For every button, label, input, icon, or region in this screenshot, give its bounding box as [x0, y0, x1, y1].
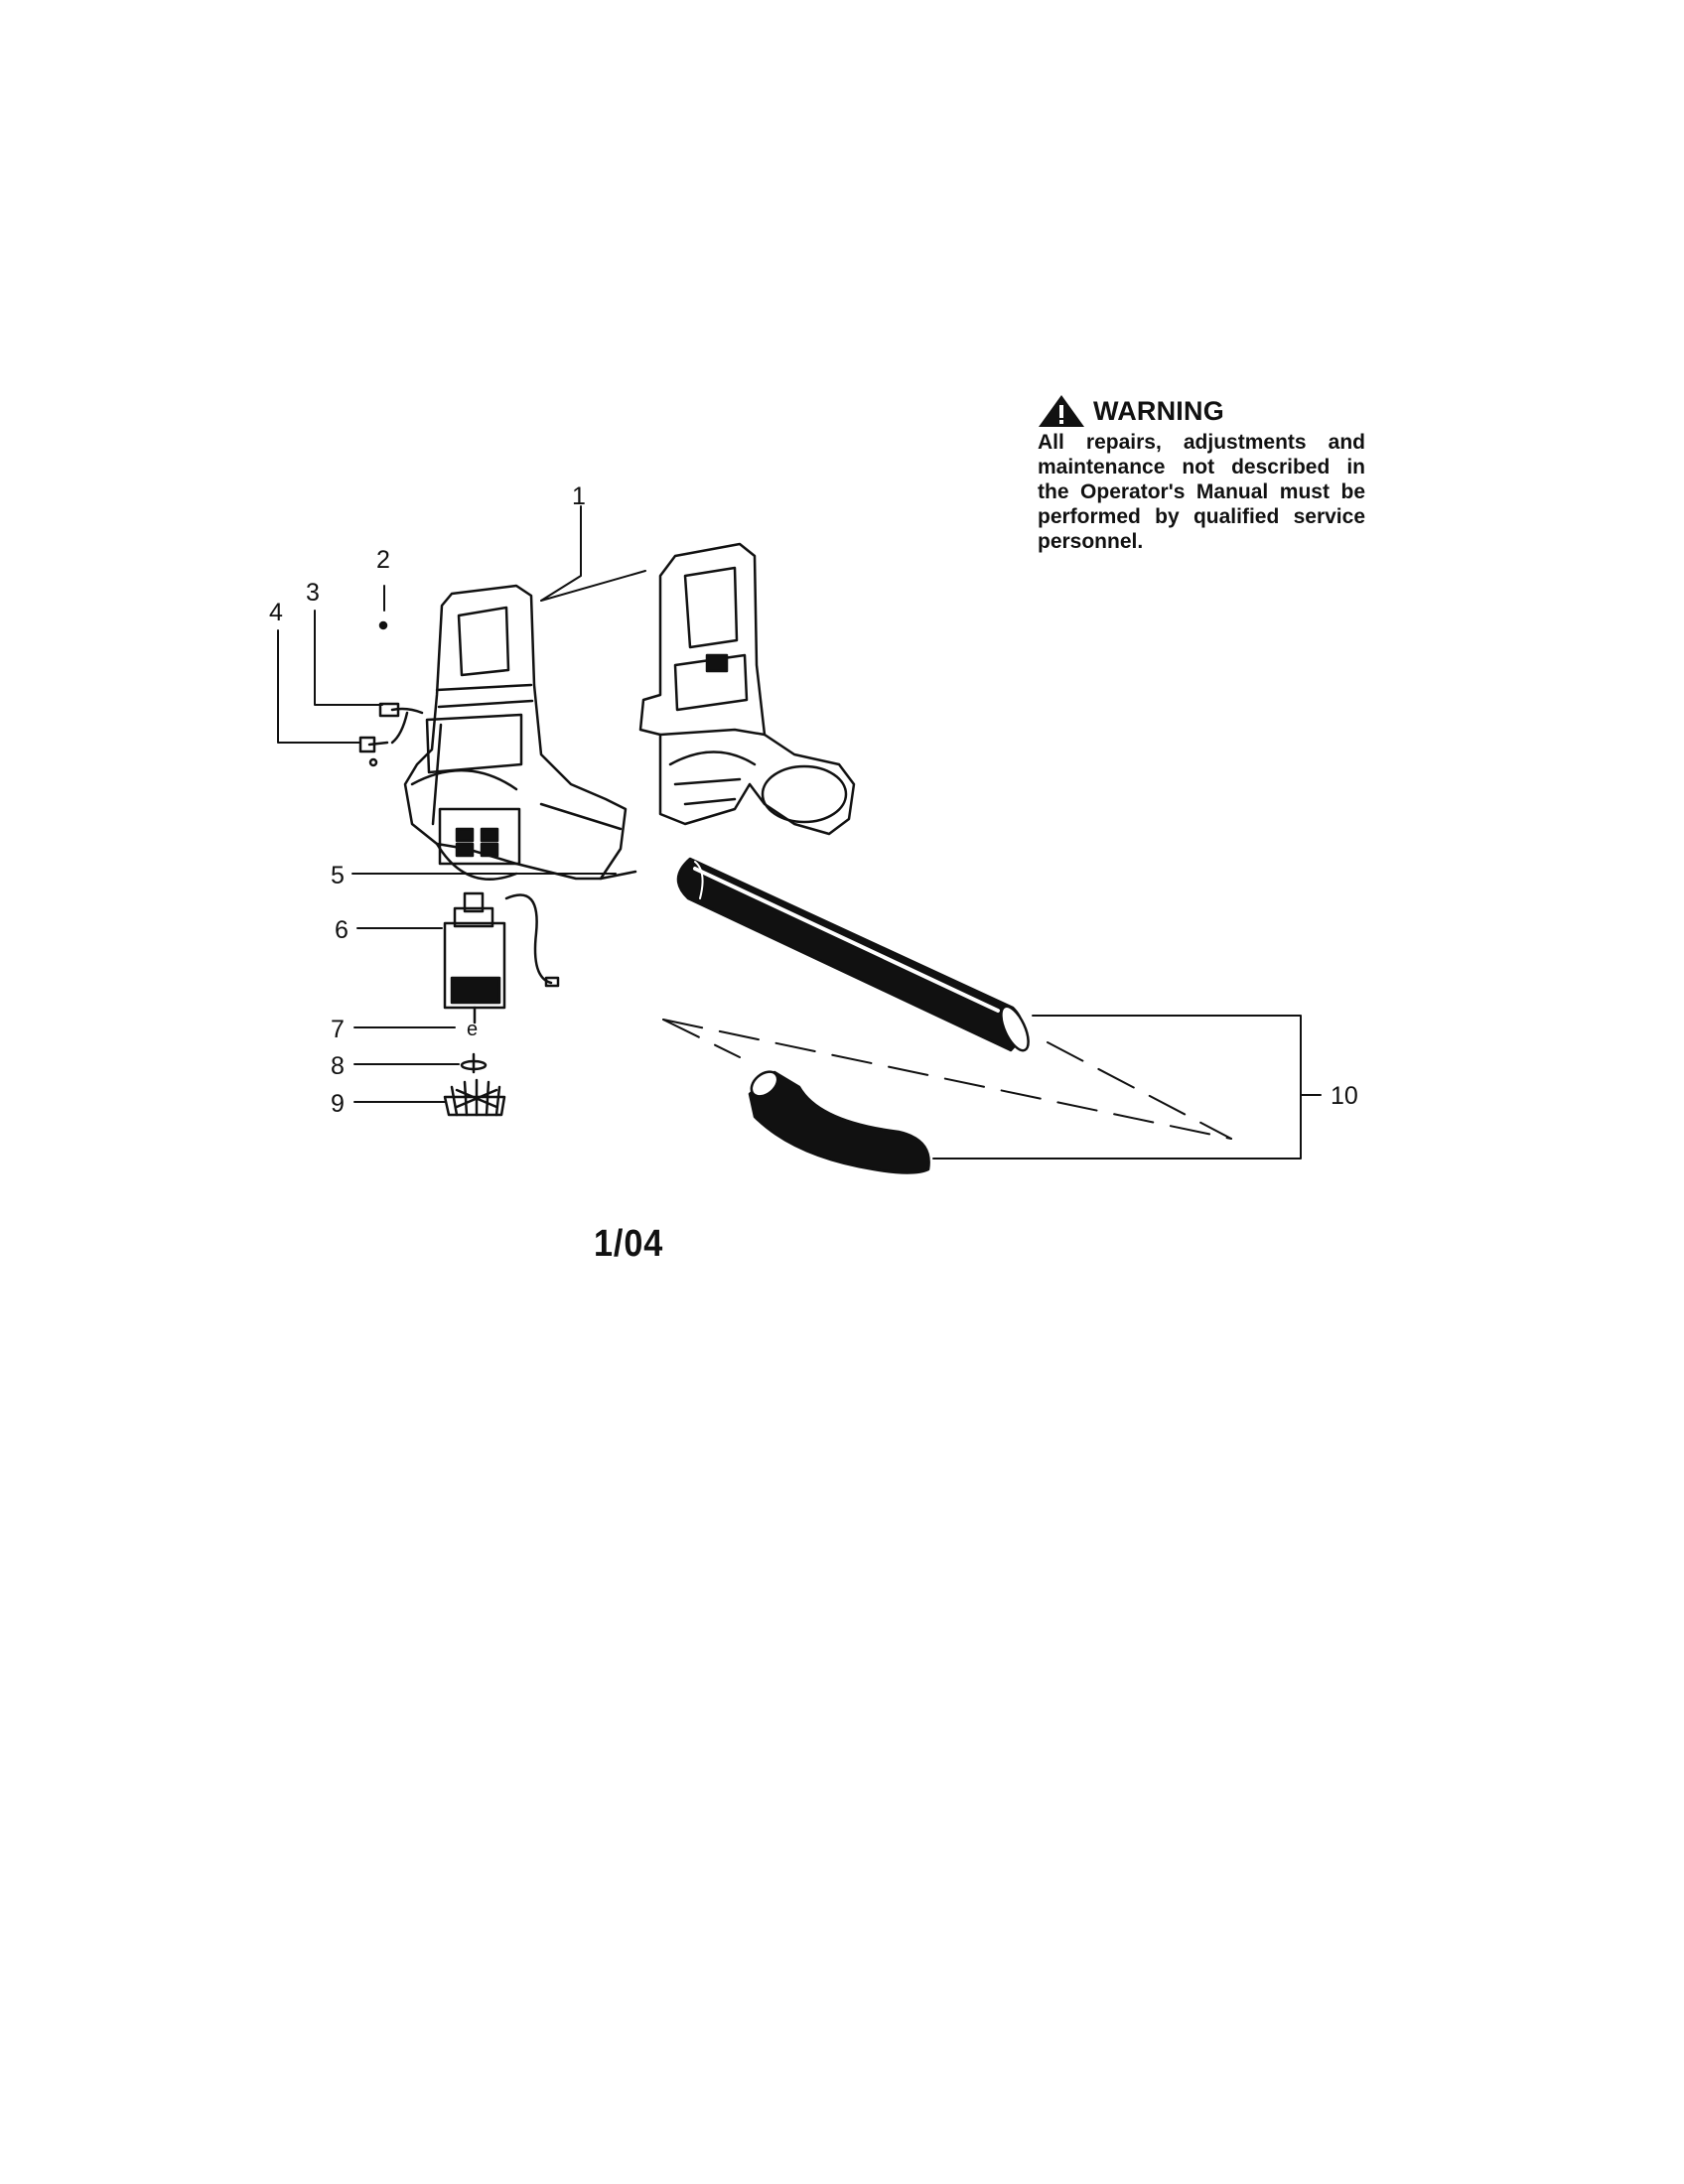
date-code: 1/04	[594, 1223, 664, 1265]
callout-3: 3	[306, 579, 320, 607]
callout-6: 6	[335, 916, 349, 944]
leader-lines	[277, 505, 1322, 1160]
callout-4: 4	[269, 599, 283, 626]
fan-part	[443, 1078, 506, 1117]
blower-tube-part	[676, 857, 1030, 1052]
callout-7: 7	[331, 1016, 345, 1043]
motor-part	[443, 891, 560, 1024]
warning-text: All repairs, adjustments and maintenance…	[1038, 431, 1365, 553]
cord-parts	[358, 702, 424, 767]
warning-title: WARNING	[1093, 395, 1224, 426]
callout-8: 8	[331, 1052, 345, 1080]
svg-text:e: e	[467, 1019, 478, 1040]
curved-nozzle-part	[748, 1070, 930, 1174]
warning-header: WARNING	[1038, 394, 1365, 428]
warning-triangle-icon	[1039, 395, 1084, 427]
washer-part	[460, 1052, 488, 1074]
callout-1: 1	[572, 482, 586, 510]
callout-10: 10	[1331, 1082, 1358, 1110]
screw-part	[378, 620, 388, 630]
callout-5: 5	[331, 862, 345, 889]
callout-9: 9	[331, 1090, 345, 1118]
callout-2: 2	[376, 546, 390, 574]
front-housing-half	[403, 584, 637, 881]
warning-notice: WARNING All repairs, adjustments and mai…	[1038, 394, 1365, 554]
rear-housing-half	[638, 542, 856, 836]
